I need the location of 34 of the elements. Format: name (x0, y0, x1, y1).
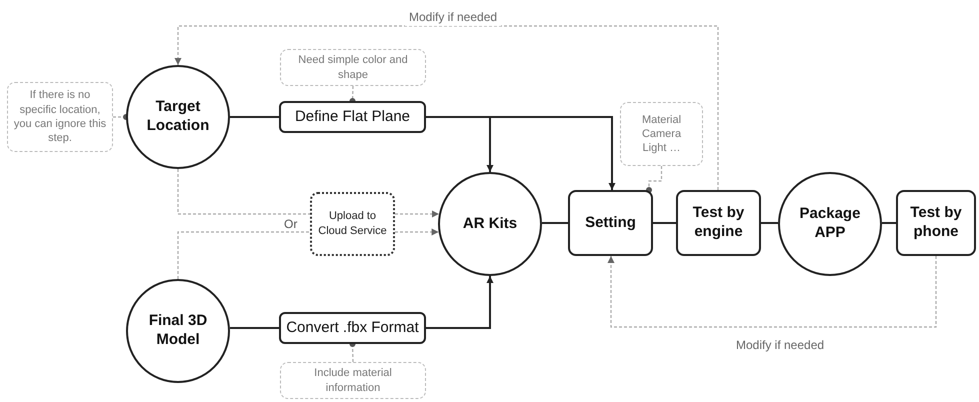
process-box (676, 190, 761, 256)
process-box (310, 192, 395, 256)
text-label: Or (284, 216, 298, 233)
arrow (395, 228, 439, 236)
node-label: Test by engine (692, 204, 746, 242)
note-text: Need simple color and shape (297, 53, 409, 82)
arrow (426, 116, 616, 190)
note-text: Material Camera Light … (640, 112, 682, 156)
arrow (426, 276, 494, 329)
note-text: If there is no specific location, you can ignore this step. (12, 88, 108, 146)
node-label: Package APP (798, 205, 862, 243)
note-box (620, 102, 703, 166)
leader-line (350, 341, 356, 362)
node-label: Define Flat Plane (294, 106, 410, 127)
leader-line (646, 166, 662, 193)
process-box (896, 190, 976, 256)
note-text: Include material information (313, 366, 393, 395)
node-label: Target Location (146, 98, 210, 136)
node-label: Test by phone (909, 204, 963, 242)
process-box (568, 190, 653, 256)
process-box (279, 101, 426, 133)
node-label: AR Kits (462, 214, 518, 234)
process-box (279, 312, 426, 344)
note-box (280, 362, 426, 399)
arrow (608, 256, 937, 328)
note-box (280, 49, 426, 86)
arrow (395, 210, 439, 218)
node-label: Upload to Cloud Service (317, 208, 388, 239)
arrow (174, 25, 719, 190)
note-box (7, 82, 113, 152)
node-label: Final 3D Model (148, 312, 208, 350)
leader-line (350, 86, 356, 104)
node-label: Convert .fbx Format (286, 318, 419, 338)
node-label: Setting (585, 214, 636, 232)
